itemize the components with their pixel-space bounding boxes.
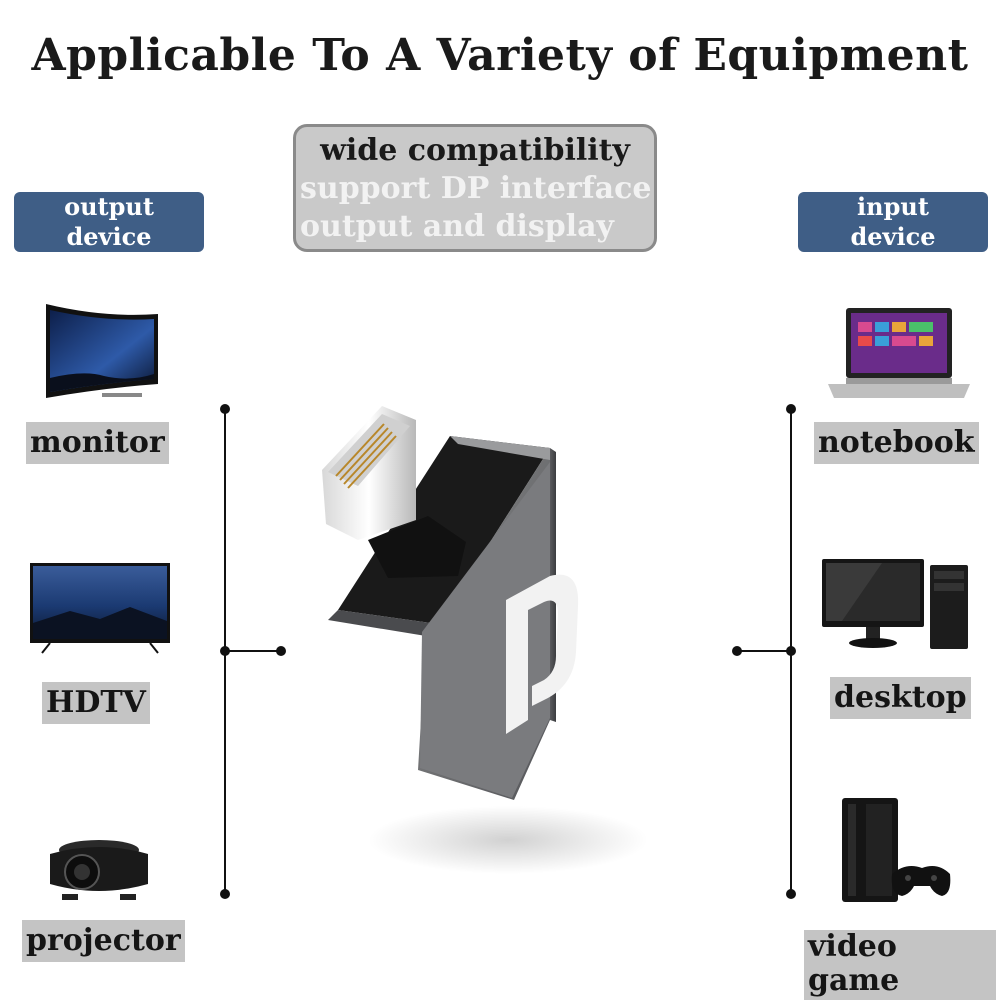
compatibility-box: wide compatibility support DP interface … <box>293 124 657 252</box>
desktop-pc-icon <box>822 559 968 649</box>
output-device-label-projector: projector <box>22 920 185 962</box>
output-device-tag: output device <box>14 192 204 252</box>
curved-monitor-icon <box>46 304 158 398</box>
projector-icon <box>50 840 148 900</box>
compatibility-line-2: support DP interface <box>300 171 652 206</box>
output-connector-dot-bottom <box>220 889 230 899</box>
output-branch-dot <box>276 646 286 656</box>
output-device-label-monitor: monitor <box>26 422 169 464</box>
output-connector-dot-top <box>220 404 230 414</box>
input-branch-line <box>736 650 790 652</box>
input-device-label-console: video game console <box>804 930 996 1000</box>
input-connector-dot-mid <box>786 646 796 656</box>
output-tag-line-1: output <box>64 192 154 221</box>
input-connector-dot-bottom <box>786 889 796 899</box>
tv-icon <box>30 563 170 654</box>
input-connector-dot-top <box>786 404 796 414</box>
laptop-icon <box>828 308 970 398</box>
game-console-icon <box>842 798 951 902</box>
page-title: Applicable To A Variety of Equipment <box>31 30 969 81</box>
input-branch-dot <box>732 646 742 656</box>
compatibility-line-1: wide compatibility <box>320 133 630 168</box>
input-tag-line-1: input <box>857 192 929 221</box>
output-device-label-hdtv: HDTV <box>42 682 150 724</box>
adapter-logo-letter: D <box>318 385 331 404</box>
mini-dp-adapter-icon: D <box>322 406 648 874</box>
input-tag-line-2: device <box>850 222 936 251</box>
input-device-tag: input device <box>798 192 988 252</box>
output-tag-line-2: device <box>66 222 152 251</box>
compatibility-line-3: output and display <box>300 209 614 244</box>
output-branch-line <box>225 650 280 652</box>
input-device-label-desktop: desktop <box>830 677 971 719</box>
input-device-label-notebook: notebook <box>814 422 979 464</box>
